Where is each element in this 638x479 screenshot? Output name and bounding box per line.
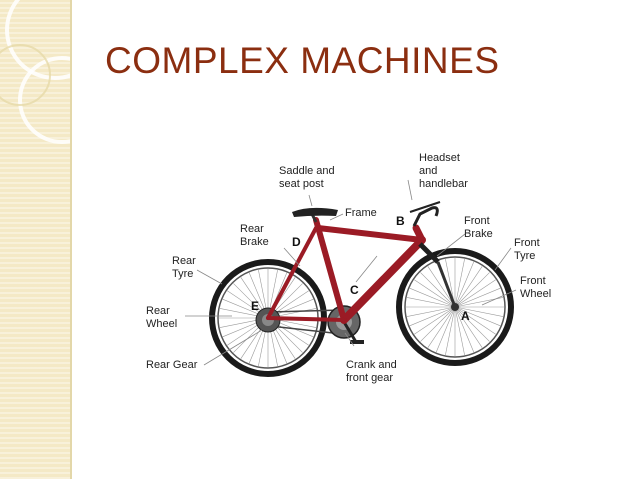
- marker-c: C: [350, 283, 359, 297]
- spoke: [420, 272, 456, 308]
- decorative-side-strip: [0, 0, 70, 479]
- spoke: [454, 258, 465, 308]
- label-front-wheel: Front Wheel: [520, 275, 551, 300]
- spoke: [454, 261, 475, 308]
- decorative-circles: [0, 0, 70, 144]
- front-wheel: [396, 248, 514, 366]
- spoke: [454, 287, 501, 308]
- label-rear-wheel: Rear Wheel: [146, 305, 177, 330]
- label-saddle: Saddle and seat post: [279, 165, 338, 190]
- bicycle-frame: [266, 217, 426, 324]
- spoke: [454, 306, 496, 335]
- spoke: [454, 306, 490, 342]
- marker-e: E: [251, 299, 259, 313]
- side-strip-border: [70, 0, 72, 479]
- spoke: [406, 297, 456, 308]
- spoke: [454, 306, 504, 317]
- label-front-tyre: Front Tyre: [514, 237, 543, 262]
- spoke: [414, 279, 456, 308]
- label-rear-tyre: Rear Tyre: [172, 255, 199, 280]
- spoke: [409, 306, 456, 327]
- spoke: [454, 306, 483, 348]
- pointer-lines: [185, 179, 517, 366]
- spoke: [406, 306, 456, 317]
- marker-d: D: [292, 235, 301, 249]
- label-rear-brake: Rear Brake: [240, 223, 269, 248]
- marker-b: B: [396, 214, 405, 228]
- slide-title: COMPLEX MACHINES: [105, 40, 500, 81]
- marker-a: A: [461, 309, 470, 323]
- label-crank: Crank and front gear: [346, 359, 400, 384]
- spoke: [454, 306, 475, 353]
- spoke: [454, 306, 465, 356]
- spoke: [420, 306, 456, 342]
- spoke: [435, 306, 456, 353]
- spoke: [427, 306, 456, 348]
- spoke: [414, 306, 456, 335]
- saddle-shape: [292, 207, 338, 217]
- bicycle-diagram: Saddle and seat post Headset and handleb…: [146, 152, 551, 384]
- spoke: [409, 287, 456, 308]
- spoke: [445, 306, 456, 356]
- spoke: [427, 266, 456, 308]
- spoke: [454, 266, 483, 308]
- spoke: [454, 272, 490, 308]
- label-rear-gear: Rear Gear: [146, 359, 198, 371]
- spoke: [454, 306, 501, 327]
- spoke: [454, 279, 496, 308]
- label-frame: Frame: [345, 207, 377, 219]
- label-headset: Headset and handlebar: [419, 152, 468, 190]
- label-front-brake: Front Brake: [464, 215, 493, 240]
